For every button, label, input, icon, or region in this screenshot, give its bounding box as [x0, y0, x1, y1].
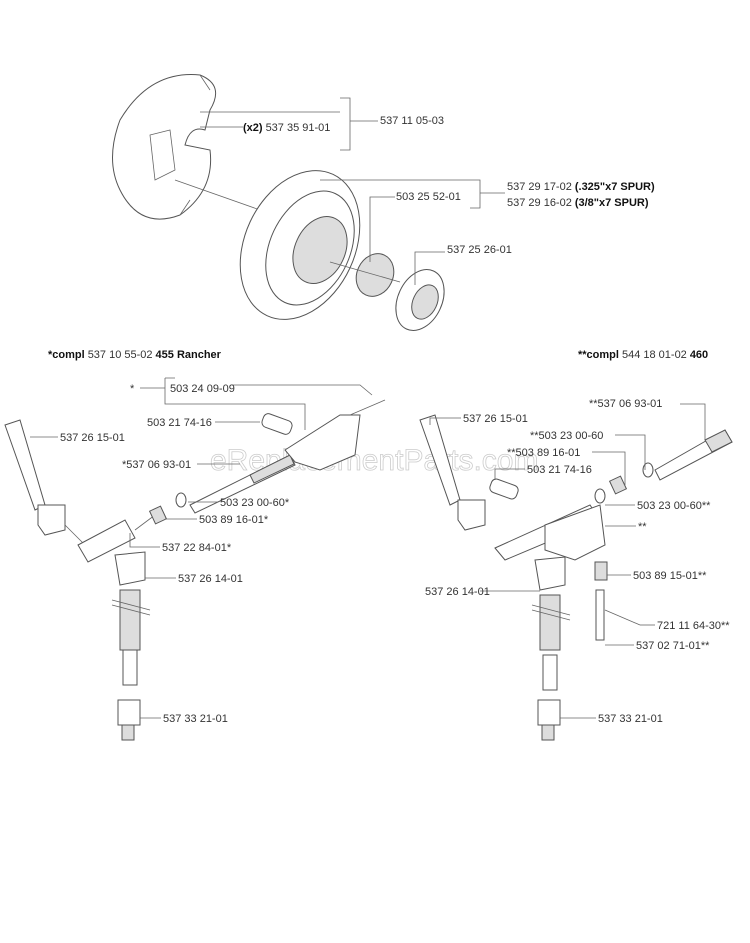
left-part-label: 537 26 14-01: [178, 573, 243, 585]
right-part-label: 503 23 00-60**: [637, 500, 711, 512]
needle-bearing-drawing: [329, 253, 401, 297]
left-part-label: 537 22 84-01*: [162, 542, 232, 554]
drum-325-note: (.325"x7 SPUR): [575, 181, 655, 193]
right-part-label: 721 11 64-30**: [657, 620, 730, 632]
right-pump-drawing: [419, 414, 733, 741]
left-pump-drawing: [4, 399, 386, 741]
left-part-label: 503 21 74-16: [147, 417, 212, 429]
part-label-drum-325: 537 29 17-02: [507, 181, 572, 193]
right-part-label: 537 26 14-01: [425, 586, 490, 598]
drum-38-note: (3/8"x7 SPUR): [575, 197, 649, 209]
left-part-label: *537 06 93-01: [122, 459, 191, 471]
right-part-label: **503 89 16-01: [507, 447, 580, 459]
svg-text:537 29 16-02(3/8"x7 SPUR): 537 29 16-02(3/8"x7 SPUR): [507, 197, 649, 209]
left-star-label: *: [130, 383, 135, 395]
part-label-shoe: 537 35 91-01: [266, 122, 331, 134]
left-part-label: 503 89 16-01*: [199, 514, 269, 526]
right-part-label: **: [638, 521, 647, 533]
washer-drawing: [395, 269, 445, 331]
clutch-assembly-drawing: [112, 74, 261, 220]
left-part-label: 537 26 15-01: [60, 432, 125, 444]
left-part-label: 537 33 21-01: [163, 713, 228, 725]
part-label-clutch-assy: 537 11 05-03: [380, 115, 444, 127]
shoe-qty: (x2): [243, 122, 263, 134]
right-part-label: 537 33 21-01: [598, 713, 663, 725]
right-part-label: 537 26 15-01: [463, 413, 528, 425]
part-label-drum-38: 537 29 16-02: [507, 197, 572, 209]
right-part-label: 503 89 15-01**: [633, 570, 707, 582]
svg-text:537 29 17-02(.325"x7 SPUR): 537 29 17-02(.325"x7 SPUR): [507, 181, 655, 193]
left-part-label: 503 23 00-60*: [220, 497, 290, 509]
svg-text:(x2)537 35 91-01: (x2)537 35 91-01: [243, 122, 330, 134]
right-part-label: 537 02 71-01**: [636, 640, 710, 652]
clutch-drum-drawing: [239, 170, 361, 320]
left-part-label: 503 24 09-09: [170, 383, 235, 395]
part-label-bearing: 503 25 52-01: [396, 191, 461, 203]
right-part-label: **537 06 93-01: [589, 398, 662, 410]
right-part-label: 503 21 74-16: [527, 464, 592, 476]
right-part-label: **503 23 00-60: [530, 430, 603, 442]
part-label-washer: 537 25 26-01: [447, 244, 512, 256]
